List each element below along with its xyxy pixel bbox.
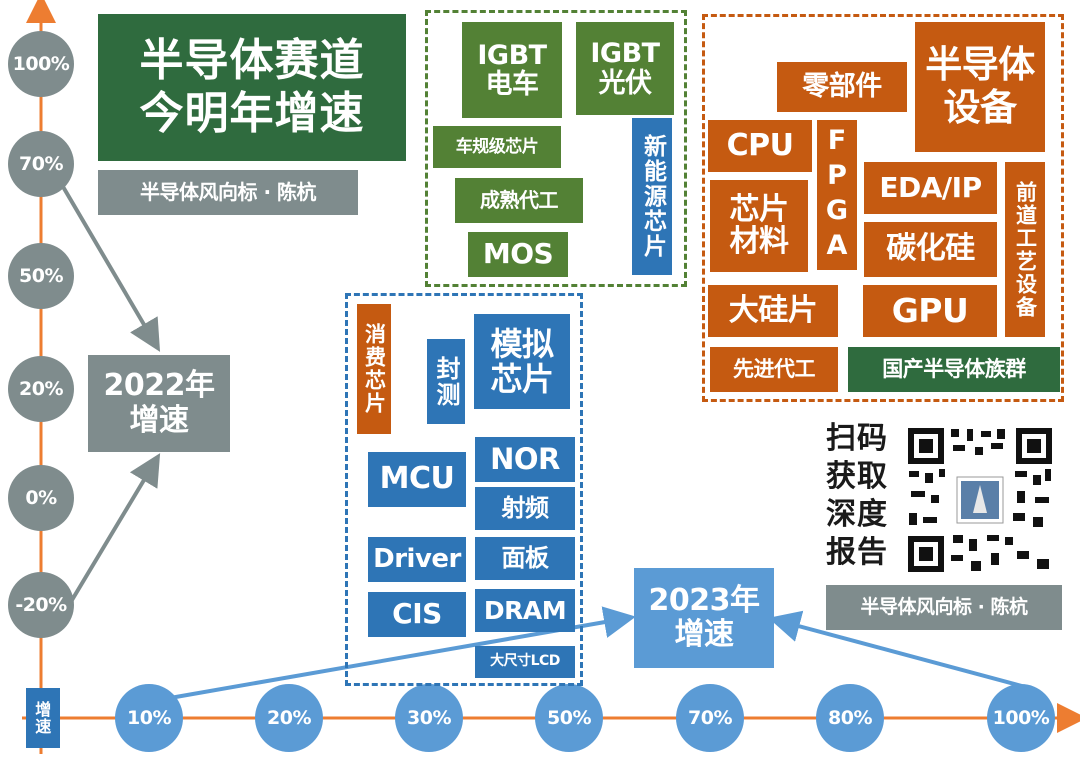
packaging-test-box: 封测	[427, 339, 465, 424]
y-axis-name-2022: 2022年 增速	[88, 355, 230, 452]
analog-chip-box: 模拟 芯片	[474, 314, 570, 409]
x-tick-70: 70%	[676, 684, 744, 752]
y-tick-0: 0%	[8, 465, 74, 531]
y-tick-neg20: -20%	[8, 572, 74, 638]
consumer-chip-box: 消费芯片	[357, 304, 391, 434]
x-axis-name-2023: 2023年 增速	[634, 568, 774, 668]
qr-code-image	[905, 425, 1055, 575]
rf-box: 射频	[475, 487, 575, 530]
nor-box: NOR	[475, 437, 575, 482]
qr-code-svg	[905, 425, 1055, 575]
gpu-box: GPU	[863, 285, 997, 337]
arrow-neg20-to-2022	[64, 453, 161, 612]
cis-box: CIS	[368, 592, 466, 637]
dram-box: DRAM	[475, 589, 575, 632]
author-badge-qr: 半导体风向标 · 陈杭	[826, 585, 1062, 630]
y-tick-70: 70%	[8, 131, 74, 197]
x-tick-80: 80%	[816, 684, 884, 752]
x-tick-20: 20%	[255, 684, 323, 752]
x-tick-10: 10%	[115, 684, 183, 752]
y-tick-20: 20%	[8, 356, 74, 422]
y-tick-50: 50%	[8, 243, 74, 309]
y-tick-100: 100%	[8, 31, 74, 97]
auto-chip-box: 车规级芯片	[433, 126, 561, 168]
arrow-100-to-2023	[768, 610, 1023, 688]
x-tick-30: 30%	[395, 684, 463, 752]
advanced-foundry-box: 先进代工	[710, 347, 838, 392]
front-end-equipment-box: 前道工艺设备	[1005, 162, 1045, 337]
blue-group-frame	[345, 293, 583, 686]
cpu-box: CPU	[708, 120, 812, 172]
equipment-box: 半导体 设备	[915, 22, 1045, 152]
igbt-pv-box: IGBT 光伏	[576, 22, 674, 115]
silicon-wafer-box: 大硅片	[708, 285, 838, 337]
mos-box: MOS	[468, 232, 568, 277]
nev-chip-box: 新能源芯片	[632, 118, 672, 275]
panel-box: 面板	[475, 537, 575, 580]
parts-box: 零部件	[777, 62, 907, 112]
x-axis-label: 增 速	[26, 688, 60, 748]
chip-materials-box: 芯片 材料	[710, 180, 808, 272]
arrow-70-to-2022	[60, 183, 161, 352]
large-lcd-box: 大尺寸LCD	[475, 646, 575, 678]
orange-group-frame	[702, 14, 1064, 402]
igbt-ev-box: IGBT 电车	[462, 22, 562, 118]
mature-foundry-box: 成熟代工	[455, 178, 583, 223]
page-title: 半导体赛道 今明年增速	[98, 14, 406, 161]
domestic-cluster-box: 国产半导体族群	[848, 347, 1060, 392]
mcu-box: MCU	[368, 452, 466, 507]
driver-box: Driver	[368, 537, 466, 582]
x-tick-50: 50%	[535, 684, 603, 752]
sic-box: 碳化硅	[864, 222, 997, 277]
x-tick-100: 100%	[987, 684, 1055, 752]
qr-caption: 扫码 获取 深度 报告	[826, 421, 888, 571]
eda-ip-box: EDA/IP	[864, 162, 997, 214]
green-group-frame	[425, 10, 687, 287]
author-badge: 半导体风向标 · 陈杭	[98, 170, 358, 215]
fpga-box: FPGA	[817, 120, 857, 270]
